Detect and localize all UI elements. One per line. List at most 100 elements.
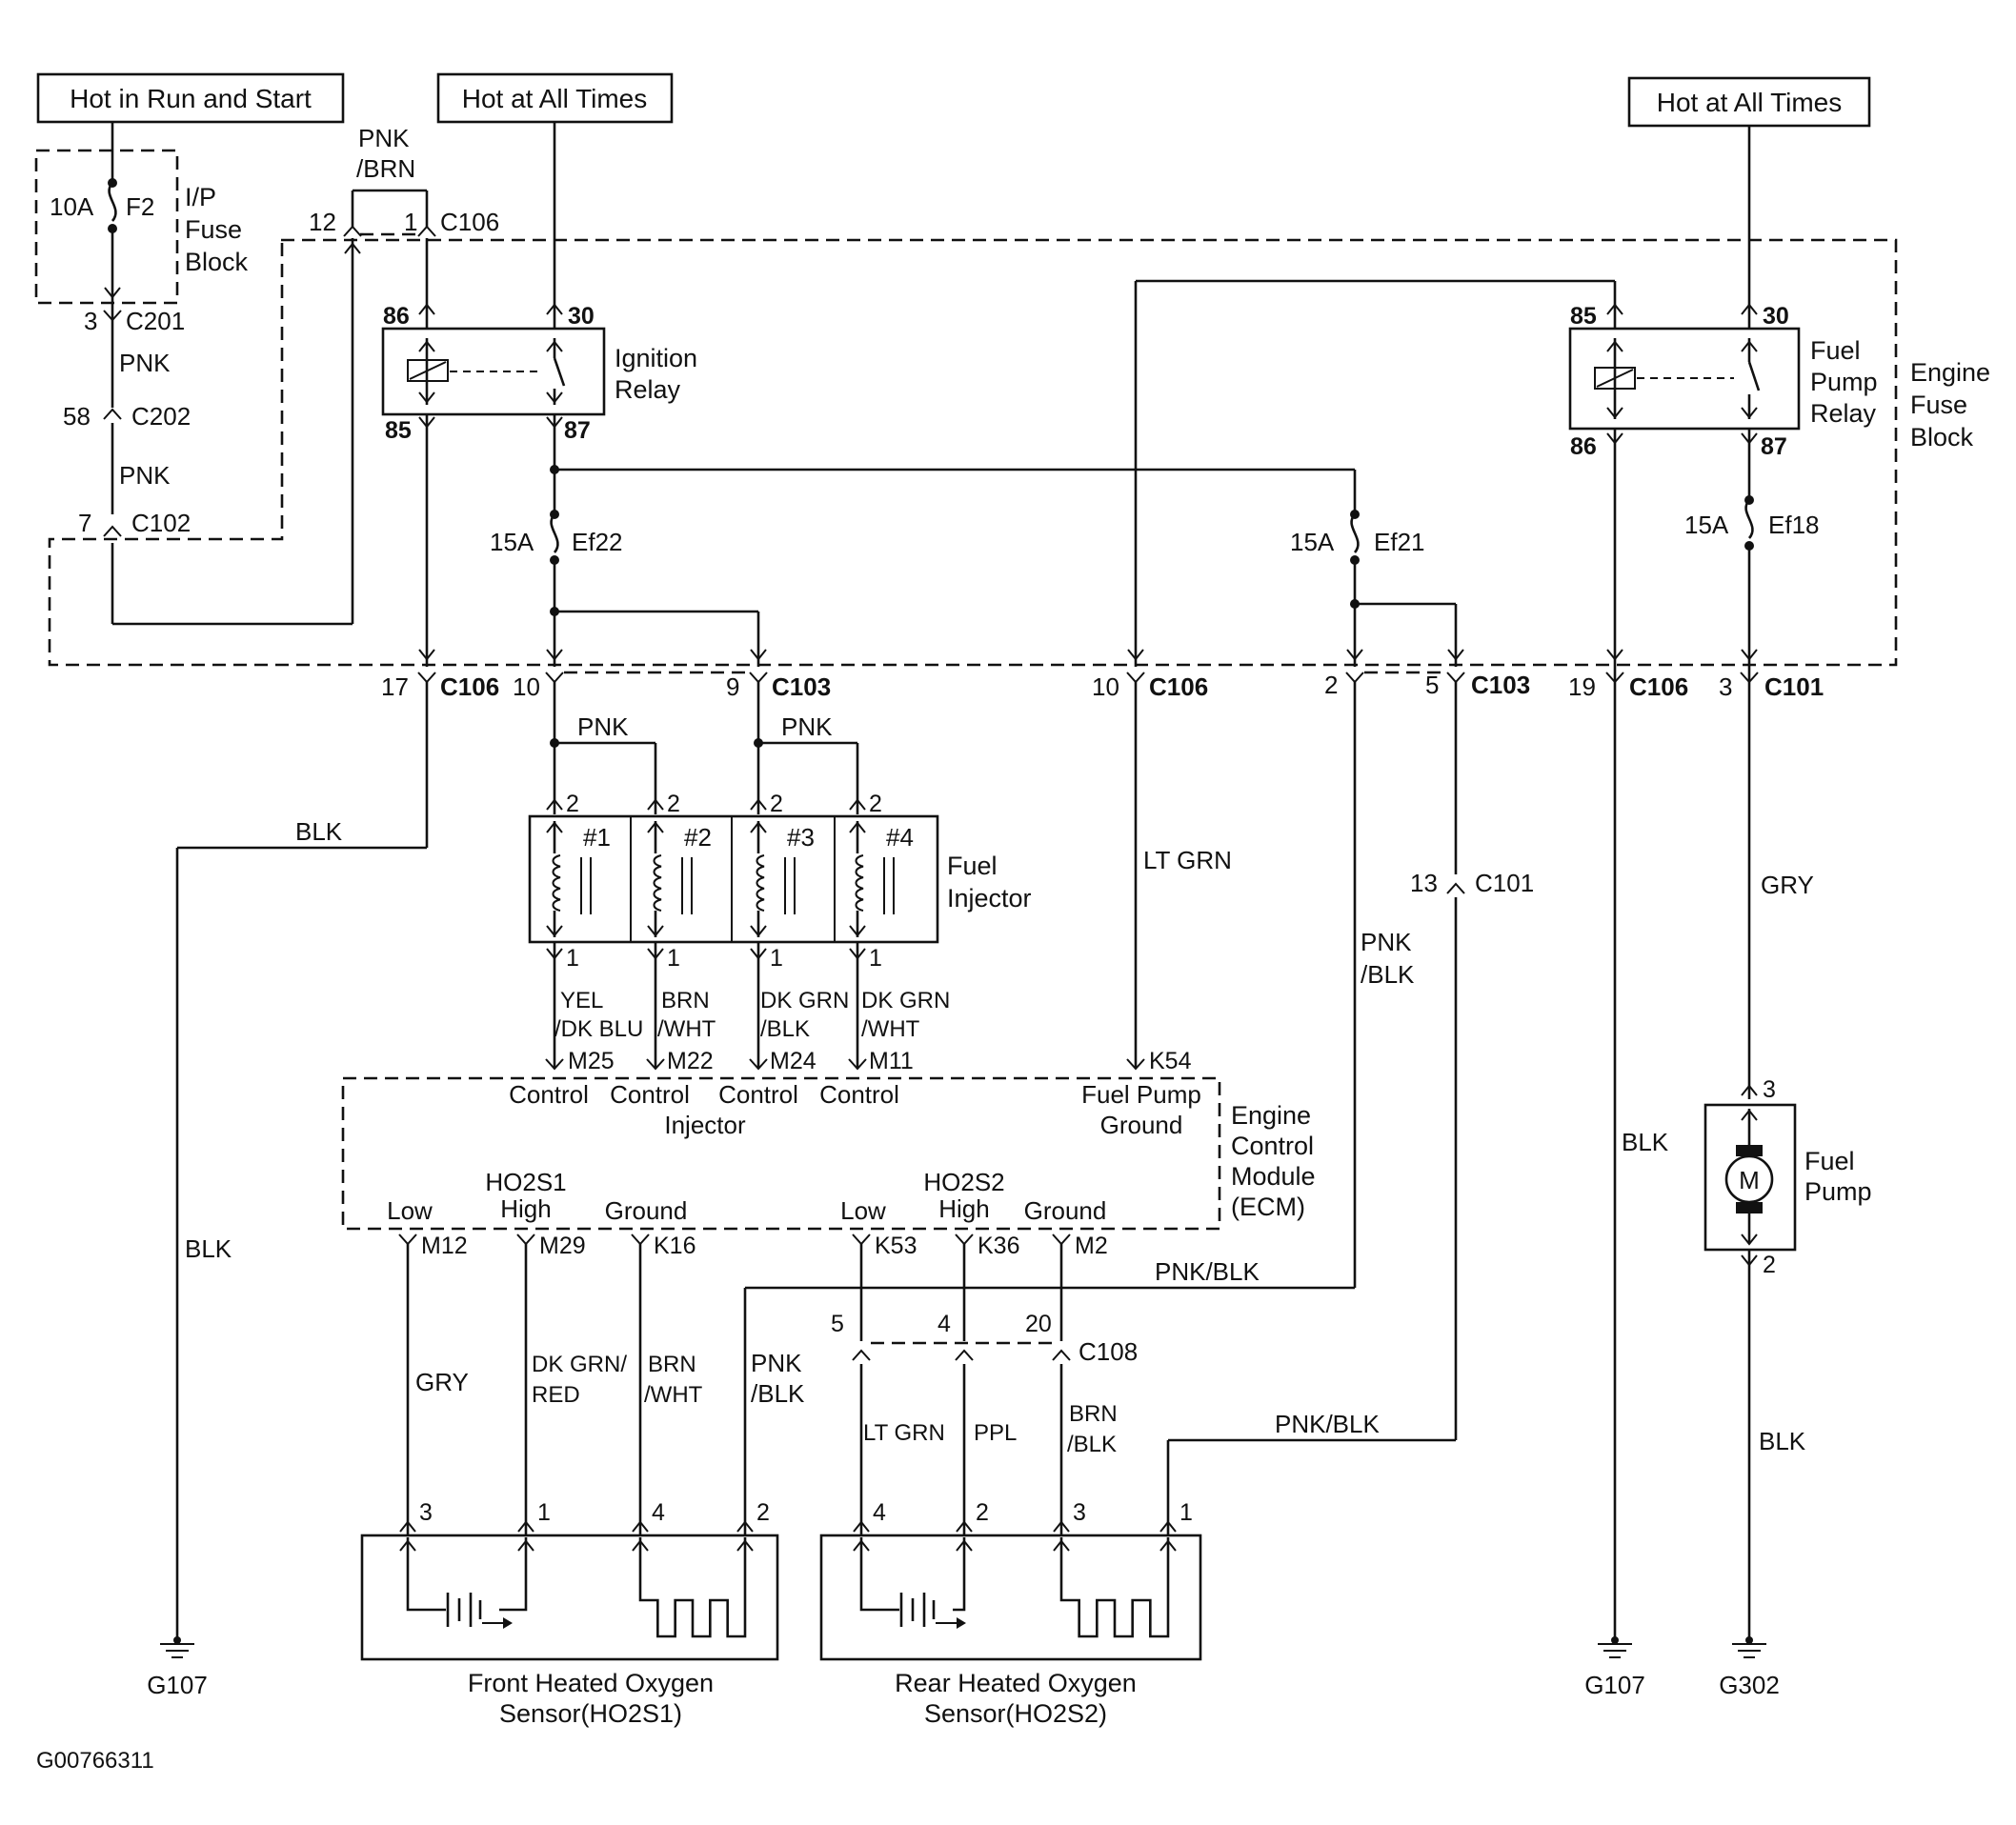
engine-block-label: Engine — [1910, 358, 1990, 387]
connector-terminal — [399, 1520, 416, 1533]
ecm-pin: M29 — [539, 1233, 586, 1259]
arrow — [546, 925, 563, 937]
wire-color: PNK/BLK — [1275, 1410, 1380, 1438]
circuit-ignition-ground: BLK BLK G107 — [147, 682, 429, 1699]
injector-number: #1 — [583, 823, 611, 852]
injector-pin: 1 — [770, 945, 783, 972]
ecm-pin: M25 — [568, 1048, 615, 1074]
connector-c108: C108 — [1079, 1337, 1138, 1366]
sensor-pin: 1 — [537, 1499, 551, 1526]
injector-number: #2 — [684, 823, 712, 852]
connector-c103: C103 — [1471, 671, 1530, 699]
arrow — [1159, 1539, 1177, 1552]
ecm-pin: M22 — [667, 1048, 714, 1074]
ecm-label: High — [500, 1194, 551, 1223]
wire-color: PNK — [358, 124, 410, 152]
connector-pin: 20 — [1025, 1311, 1052, 1337]
arrow — [632, 1539, 649, 1552]
connector-pin: 5 — [1425, 671, 1439, 699]
injector-pin: 1 — [566, 945, 579, 972]
circuit-fuel-pump-relay-outputs: 15A Ef18 — [1606, 448, 1820, 1640]
front-sensor-wires: GRY DK GRN/ RED BRN /WHT — [406, 1244, 703, 1535]
circuit-ef21-heater-feeds: PNK /BLK PNK/BLK PNK /BLK 13 C101 PNK/BL… — [743, 682, 1534, 1535]
arrow — [849, 925, 866, 937]
ecm-label: Control — [819, 1080, 899, 1109]
arrow — [750, 925, 767, 937]
connector-c201: C201 — [126, 307, 185, 335]
wire-color: RED — [532, 1382, 580, 1408]
heater-element — [638, 1554, 747, 1638]
wire-color: /BLK — [1361, 960, 1415, 989]
wire-color: /WHT — [657, 1016, 716, 1042]
injector-pin: 2 — [566, 791, 579, 817]
connector-c106-jumper: 12 1 C106 PNK /BRN — [309, 124, 499, 237]
arrow — [750, 821, 767, 833]
ecm-label: Control — [718, 1080, 798, 1109]
cell-wire — [953, 1554, 966, 1612]
fuel-pump-relay: 85 30 86 87 Fuel Pump Relay — [1568, 126, 1878, 460]
fuse-f2-amp: 10A — [50, 192, 94, 221]
ecm-label: Low — [387, 1196, 433, 1225]
sensor-label: Sensor(HO2S1) — [499, 1699, 682, 1728]
wire-color: DK GRN/ — [532, 1352, 627, 1377]
fuel-injector-block: Fuel Injector 2#112#212#312#41 — [528, 791, 1032, 1069]
sensor-pin: 3 — [419, 1499, 433, 1526]
connector-pin: 2 — [1324, 671, 1338, 699]
connector-terminal — [632, 1520, 649, 1533]
connector-terminal — [853, 1520, 870, 1533]
ecm-title: Control — [1231, 1132, 1314, 1160]
cell-wire — [859, 1554, 899, 1612]
ground-g107: G107 — [1584, 1671, 1645, 1699]
arrow — [957, 1617, 966, 1629]
fuse-ef22-amp: 15A — [490, 528, 534, 556]
wire-color: /DK BLU — [554, 1016, 643, 1042]
arrow — [647, 821, 664, 833]
fuel-injector-4: 2#41 — [849, 791, 914, 1069]
ground-g302: G302 — [1719, 1671, 1780, 1699]
connector-terminal — [546, 798, 563, 811]
wire-color: /BLK — [751, 1379, 805, 1408]
wire-color: /BRN — [356, 154, 415, 183]
wire-color: DK GRN — [861, 988, 950, 1013]
connector-c202: C202 — [131, 402, 191, 431]
source-label: Hot at All Times — [1657, 88, 1843, 117]
ecm-label: Ground — [1024, 1196, 1107, 1225]
wire-color: DK GRN — [760, 988, 849, 1013]
wire-color: /WHT — [644, 1382, 703, 1408]
sensor-label: Sensor(HO2S2) — [924, 1699, 1107, 1728]
sensor-pin: 3 — [1073, 1499, 1086, 1526]
sensor-pin: 1 — [1179, 1499, 1193, 1526]
fuse-ef21-id: Ef21 — [1374, 528, 1425, 556]
connector-c102: C102 — [131, 509, 191, 537]
injector-wire-labels: YEL /DK BLU BRN /WHT DK GRN /BLK DK GRN … — [554, 988, 950, 1042]
relay-pin: 87 — [1761, 433, 1787, 460]
injector-label: Fuel — [947, 852, 998, 880]
coil-winding — [552, 854, 561, 912]
connector-c106: C106 — [440, 208, 499, 236]
circuit-fuel-relay-ground: BLK G107 — [1584, 1128, 1669, 1699]
relay-pin: 87 — [564, 417, 591, 444]
pump-pin: 3 — [1763, 1076, 1776, 1103]
connector-c101: C101 — [1475, 869, 1534, 897]
fuse-ef18-amp: 15A — [1684, 511, 1729, 539]
sensor-pin: 2 — [756, 1499, 770, 1526]
ecm-pin: K53 — [875, 1233, 917, 1259]
wire-color: BLK — [295, 817, 343, 846]
wire-color: LT GRN — [863, 1420, 945, 1446]
connector-terminal — [849, 948, 866, 960]
wire-color: PNK — [1361, 928, 1412, 956]
rear-sensor-wires: 5 4 20 C108 LT GRN PPL BRN /BLK — [831, 1244, 1138, 1535]
fuel-injector-1: 2#1 1 — [546, 791, 611, 1069]
connector-terminal — [849, 798, 866, 811]
wire-color: PNK — [119, 461, 171, 490]
ecm-pin: M11 — [869, 1048, 914, 1074]
wire-color: GRY — [1761, 871, 1814, 899]
sensor-pin: 4 — [873, 1499, 886, 1526]
arrow — [399, 1539, 416, 1552]
ecm-label: High — [938, 1194, 989, 1223]
fuse-ef22-id: Ef22 — [572, 528, 623, 556]
connector-pin: 3 — [84, 307, 97, 335]
ecm-pin: M12 — [421, 1233, 468, 1259]
motor-symbol: M — [1739, 1166, 1760, 1194]
connector-pin: 12 — [309, 208, 336, 236]
